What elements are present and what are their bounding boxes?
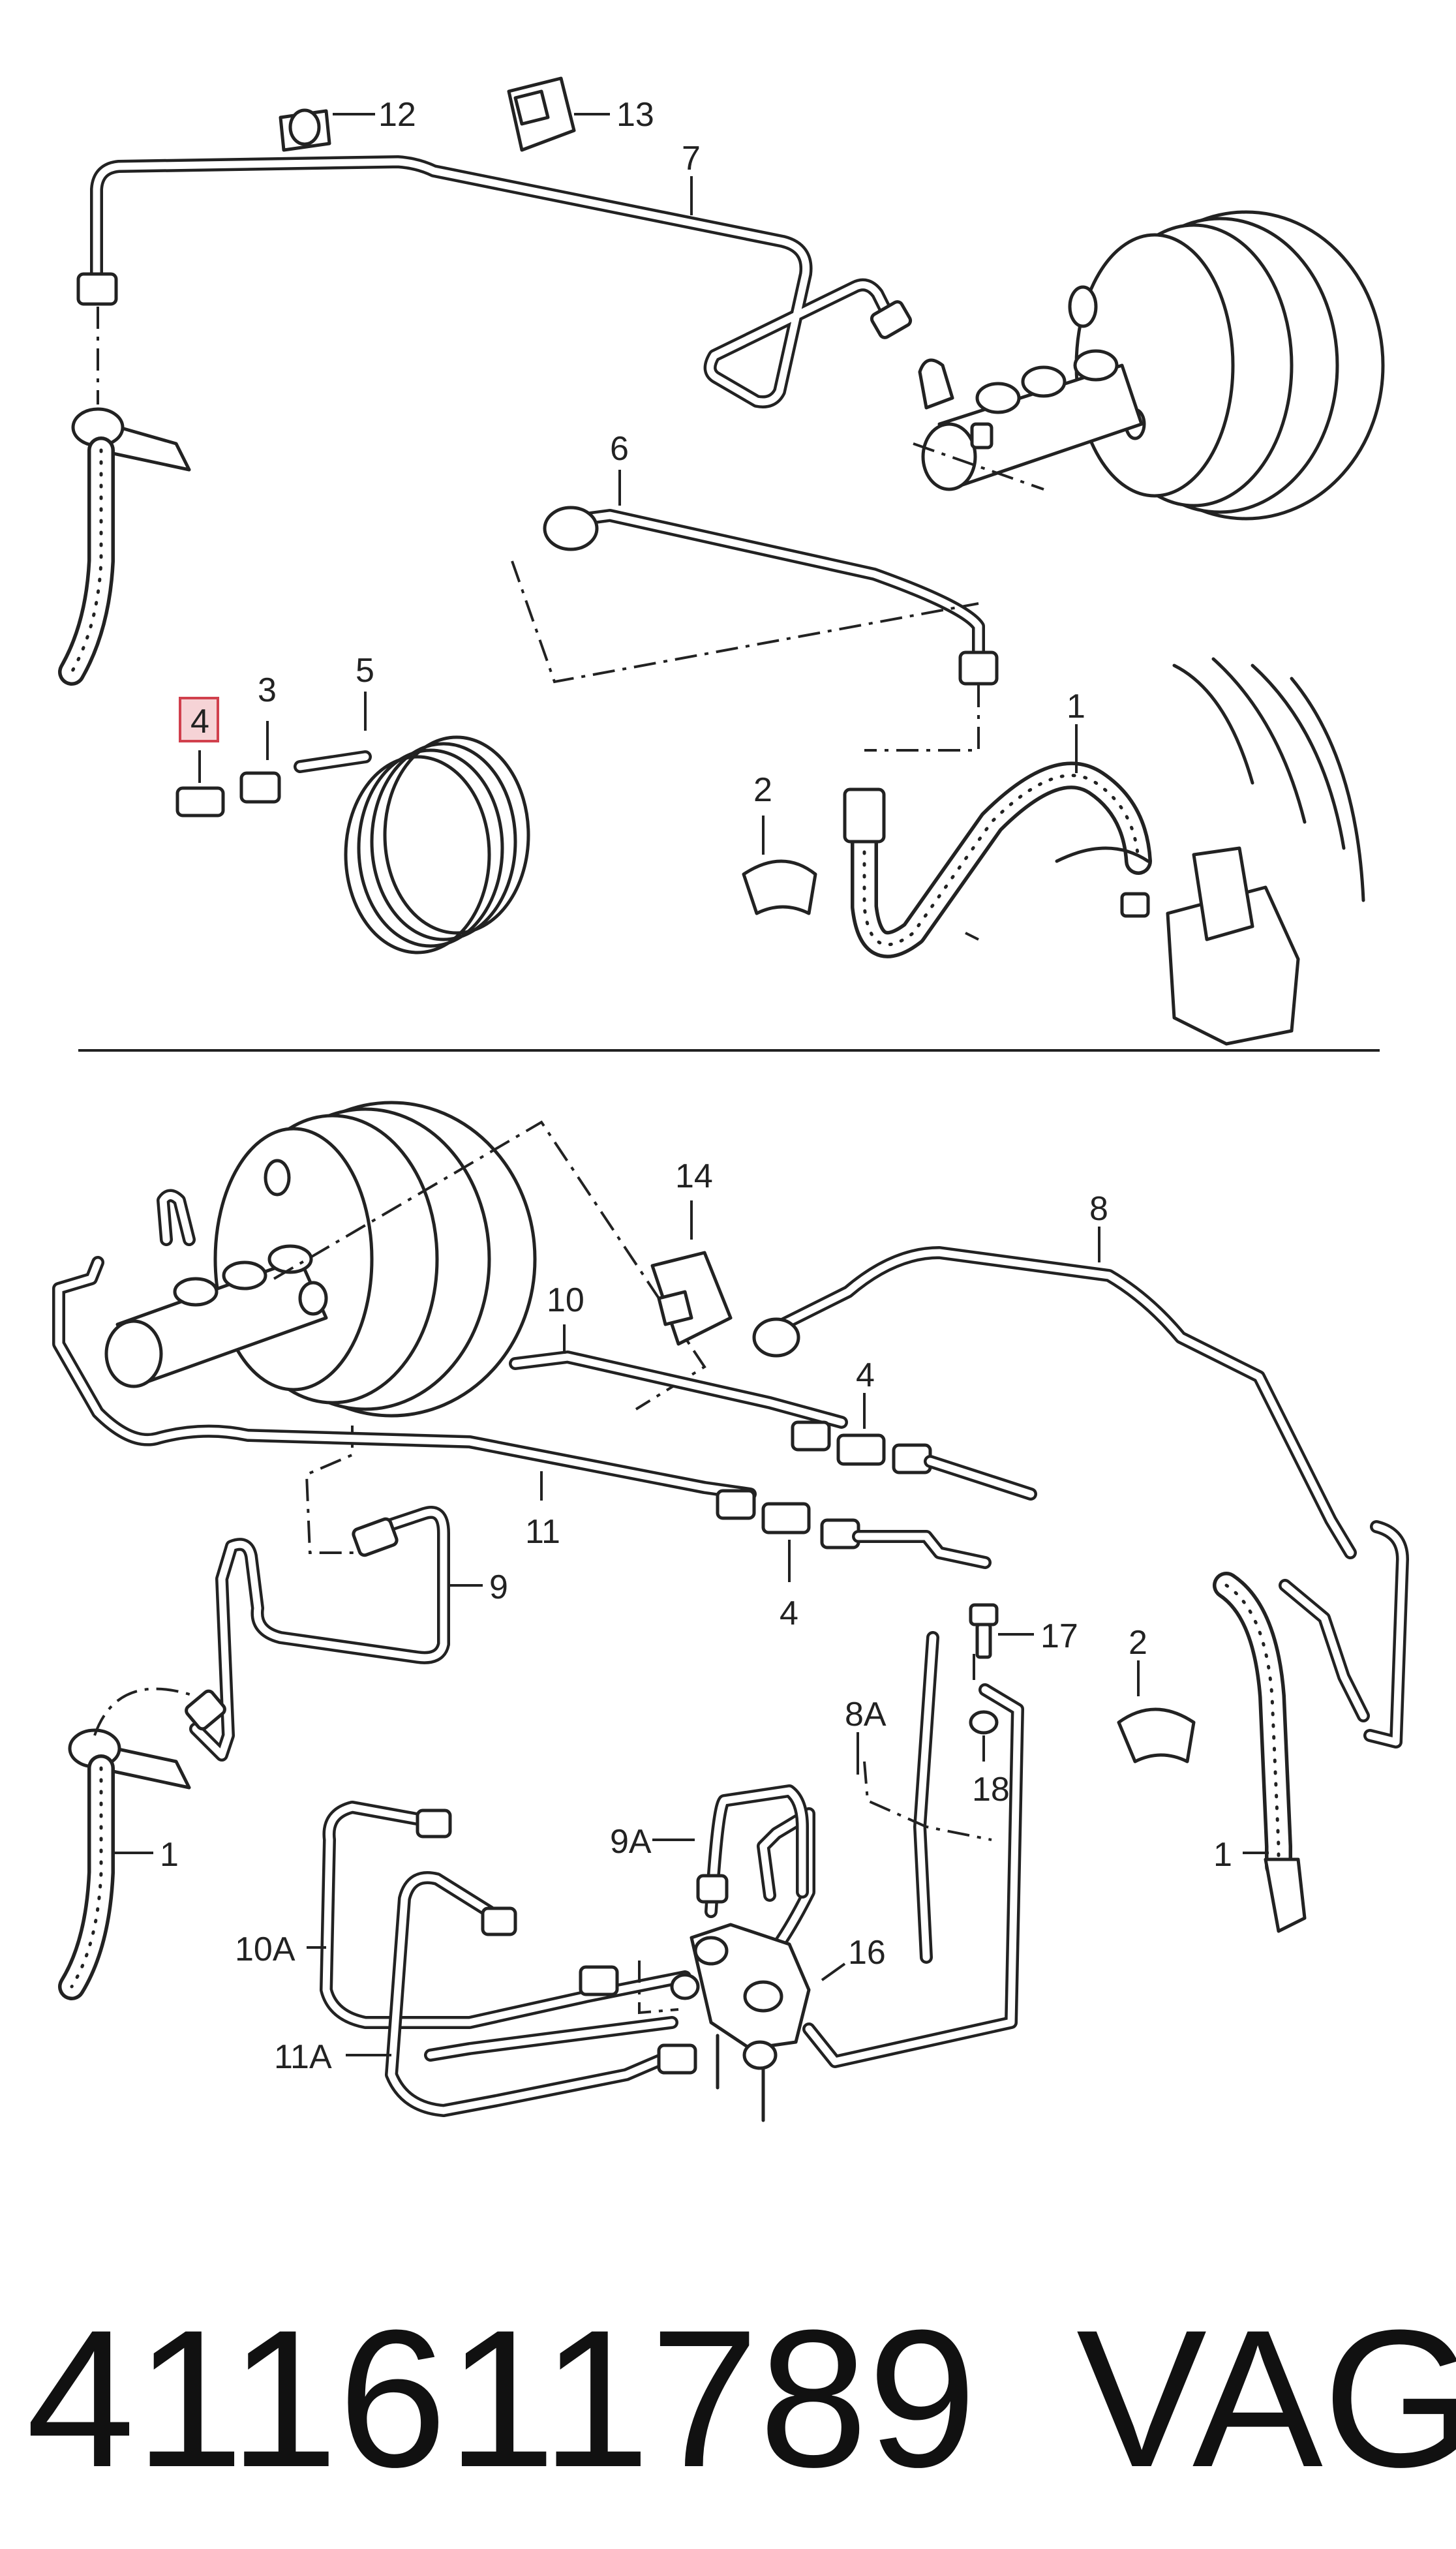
union-part-4-bottom-lower <box>716 1489 992 1582</box>
clip-part-2-top <box>742 816 817 915</box>
callout-label: 9A <box>610 1823 652 1861</box>
callout-label: 11 <box>525 1513 560 1551</box>
callout-label: 3 <box>258 671 277 709</box>
pipe-nut <box>657 2043 697 2075</box>
bolt-part-17 <box>969 1603 1034 1659</box>
part-number-text: 411611789 <box>26 2289 977 2508</box>
distribution-valve-16 <box>670 1923 811 2122</box>
pipe-nut <box>958 650 999 686</box>
pipe-nut <box>416 1809 452 1839</box>
union-part-4-bottom-upper <box>791 1393 1037 1501</box>
callout-label: 14 <box>675 1157 713 1195</box>
union-part-3 <box>239 721 281 804</box>
grommet-part-12 <box>279 108 375 152</box>
brake-booster-bottom <box>213 1101 537 1418</box>
callout-label: 1 <box>1067 688 1085 725</box>
callout-label: 10A <box>235 1931 296 1968</box>
union-part-4-top <box>175 750 225 817</box>
callout-label: 11A <box>274 2038 332 2076</box>
bottom-callouts: 14 8 10 4 11 4 9 2 17 8A 9A 18 1 1 10A 1… <box>160 1157 1232 2076</box>
callout-label: 5 <box>356 652 374 690</box>
wheel-knuckle-top <box>1055 657 1365 1046</box>
callout-label: 7 <box>682 140 701 177</box>
clip-part-14 <box>650 1200 733 1346</box>
callout-label: 16 <box>848 1934 886 1972</box>
callout-label: 12 <box>378 96 416 134</box>
top-callouts: 12 13 7 6 5 4 3 2 1 <box>179 96 1085 809</box>
footer: 411611789 VAG <box>26 2289 1456 2508</box>
pipe-nut <box>870 300 913 339</box>
callout-label: 6 <box>610 430 629 468</box>
clip-part-2-bottom <box>1117 1660 1196 1763</box>
hose-fitting <box>843 787 886 844</box>
master-cylinder-top <box>918 349 1144 491</box>
clip-part-13 <box>507 76 610 152</box>
pipe-nut <box>696 1874 729 1904</box>
highlight-box <box>179 697 219 742</box>
pipe-nut <box>352 1517 399 1557</box>
pipe-nut <box>185 1689 226 1731</box>
bottom-assembly <box>52 932 1409 2122</box>
callout-label: 4 <box>780 1595 798 1632</box>
hose-bracket-top <box>71 307 191 472</box>
callout-label: 1 <box>160 1836 179 1874</box>
callout-label: 4 <box>856 1356 875 1394</box>
callout-label: 13 <box>616 96 654 134</box>
pipe-nut <box>579 1965 619 1996</box>
pipe-nut <box>481 1906 517 1936</box>
callout-label: 2 <box>753 771 772 809</box>
master-cylinder-bottom <box>104 1189 328 1388</box>
top-assembly <box>58 76 1385 1046</box>
callout-label: 18 <box>972 1771 1010 1809</box>
callout-label: 8 <box>1089 1190 1108 1228</box>
callout-label: 9 <box>489 1568 508 1606</box>
callout-label: 17 <box>1040 1617 1078 1655</box>
washer-part-18 <box>969 1710 999 1762</box>
highlighted-callout-label: 4 <box>190 703 209 740</box>
callout-label: 8A <box>845 1696 887 1733</box>
pipe-nut <box>76 272 118 306</box>
brand-text: VAG <box>1076 2289 1456 2508</box>
callout-label: 2 <box>1129 1624 1147 1662</box>
hose-coil <box>294 692 530 954</box>
callout-label: 1 <box>1213 1836 1232 1874</box>
callout-label: 10 <box>547 1281 584 1319</box>
